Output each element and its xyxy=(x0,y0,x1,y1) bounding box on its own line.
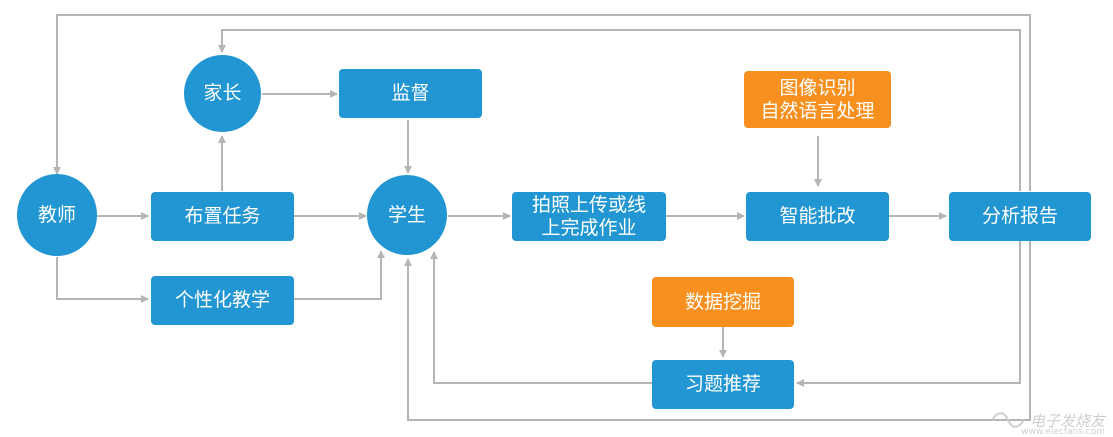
node-assign-task: 布置任务 xyxy=(151,192,294,241)
node-data-mining-label: 数据挖掘 xyxy=(684,290,761,313)
watermark-text: 电子发烧友 xyxy=(1029,411,1105,430)
node-supervise: 监督 xyxy=(339,69,482,118)
node-personalized-label: 个性化教学 xyxy=(174,289,270,311)
node-upload-label-line1: 拍照上传或线 xyxy=(531,193,646,216)
node-assign-task-label: 布置任务 xyxy=(184,205,261,227)
arrow-recommend-to-student xyxy=(430,251,652,384)
node-report: 分析报告 xyxy=(949,192,1091,241)
node-exercise-recommend-label: 习题推荐 xyxy=(684,373,761,395)
node-data-mining: 数据挖掘 xyxy=(652,277,794,327)
node-teacher: 教师 xyxy=(17,174,97,256)
node-parent: 家长 xyxy=(184,55,261,132)
arrow-report-to-student xyxy=(404,241,1031,421)
watermark-subtext: www.elecfans.com xyxy=(1021,427,1105,437)
node-smart-grading: 智能批改 xyxy=(746,192,889,241)
arrow-report-to-teacher xyxy=(53,14,1031,191)
node-student: 学生 xyxy=(367,175,447,255)
node-recognition: 图像识别 自然语言处理 xyxy=(744,71,891,128)
node-personalized: 个性化教学 xyxy=(151,276,294,325)
watermark: 电子发烧友 www.elecfans.com xyxy=(990,409,1105,437)
watermark-logo-icon xyxy=(991,412,1025,428)
node-upload-label-line2: 上完成作业 xyxy=(541,216,637,239)
node-smart-grading-label: 智能批改 xyxy=(779,205,856,227)
arrow-personalized-to-student xyxy=(293,250,385,300)
arrow-report-to-recommend xyxy=(796,241,1021,387)
node-upload: 拍照上传或线 上完成作业 xyxy=(512,192,666,241)
node-recognition-label-line1: 图像识别 xyxy=(779,76,856,99)
node-parent-label: 家长 xyxy=(203,82,242,104)
node-student-label: 学生 xyxy=(387,203,426,226)
arrow-report-to-parent xyxy=(218,29,1021,191)
node-supervise-label: 监督 xyxy=(391,82,430,104)
arrow-teacher-to-personalized xyxy=(56,257,149,303)
node-exercise-recommend: 习题推荐 xyxy=(652,360,794,409)
node-recognition-label-line2: 自然语言处理 xyxy=(760,99,875,122)
node-teacher-label: 教师 xyxy=(37,203,76,226)
node-report-label: 分析报告 xyxy=(981,205,1058,227)
